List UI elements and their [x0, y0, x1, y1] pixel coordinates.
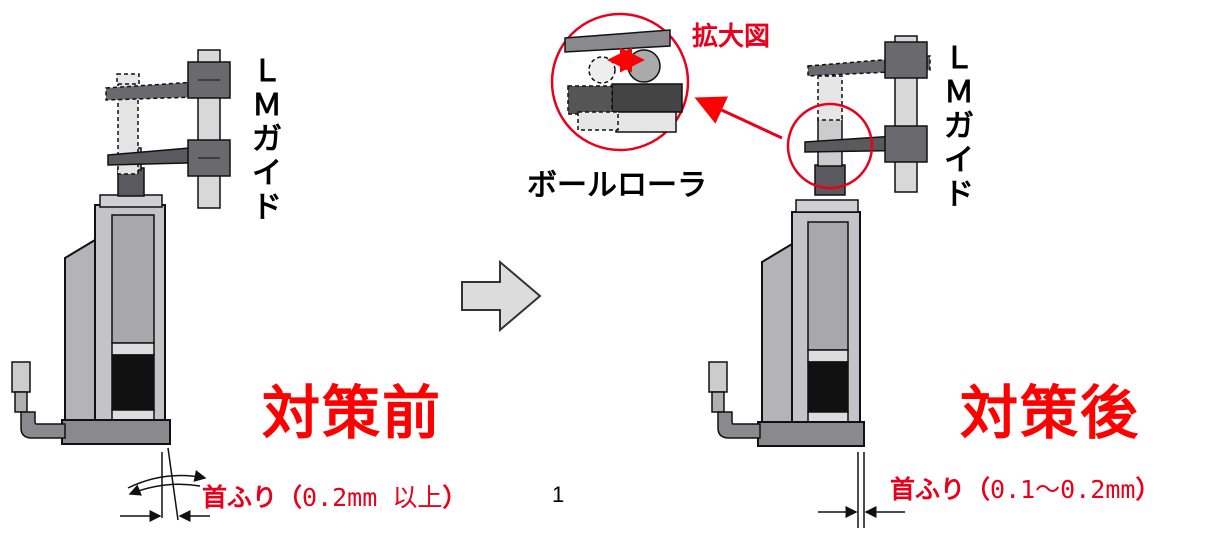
- ball-roller-label: ボールローラ: [527, 168, 707, 203]
- swing-label-after: 首ふり（0.1～0.2mm）: [890, 475, 1161, 504]
- before-title: 対策前: [262, 379, 443, 447]
- swing-indicator-before: [120, 447, 210, 522]
- swing-label-before: 首ふり（0.2mm 以上）: [202, 483, 468, 512]
- transition-arrow: [461, 259, 542, 333]
- lm-guide-label-before: Ｌ Ｍ ガ イ ド: [252, 54, 282, 225]
- swing-indicator-after: [818, 452, 905, 528]
- zoom-detail: [550, 12, 690, 152]
- zoom-pointer-arrow: [694, 96, 783, 140]
- actuator-before: [11, 49, 231, 445]
- page-number: 1: [552, 482, 565, 507]
- lm-guide-label-after: Ｌ Ｍ ガ イ ド: [944, 41, 974, 212]
- after-title: 対策後: [960, 379, 1141, 447]
- zoom-label: 拡大図: [692, 22, 771, 52]
- actuator-after: [708, 35, 931, 447]
